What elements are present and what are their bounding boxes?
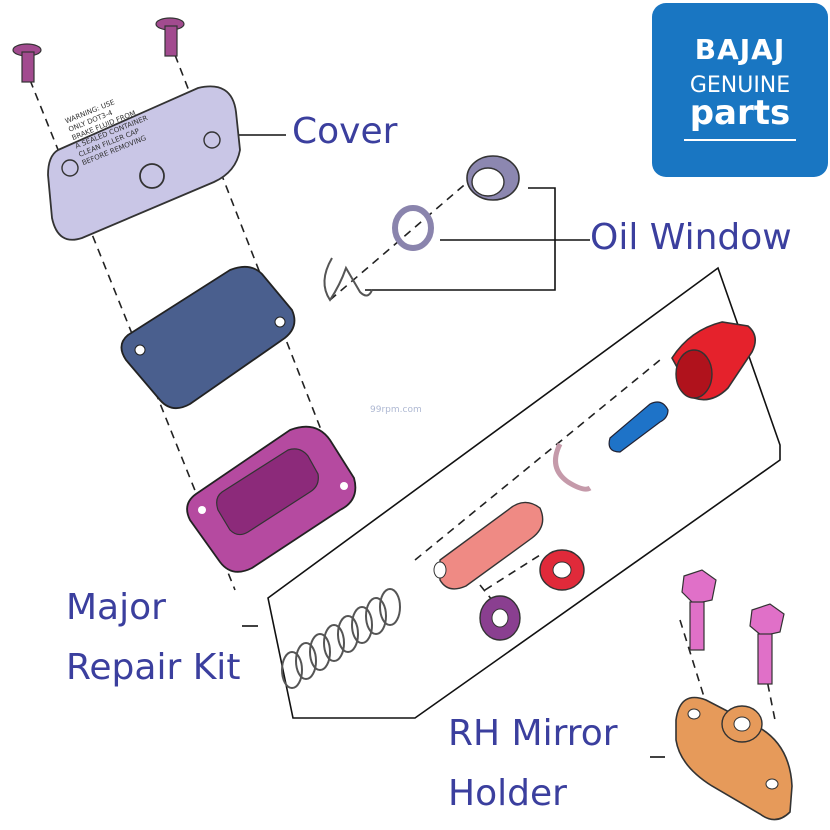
rh-mirror-holder-label-line1: RH Mirror <box>448 713 618 754</box>
reservoir-plate-icon <box>120 265 296 410</box>
push-rod-icon <box>608 401 669 453</box>
oil-window-label: Oil Window <box>590 217 792 258</box>
diaphragm-icon <box>186 425 357 573</box>
logo-underline <box>684 139 796 141</box>
watermark: 99rpm.com <box>370 405 422 415</box>
oil-window-gasket-icon <box>392 205 434 251</box>
spring-icon <box>281 588 401 689</box>
leader-lines <box>230 134 665 758</box>
screw-icon <box>12 43 42 83</box>
dust-boot-icon <box>671 321 756 401</box>
screw-icon <box>155 17 185 57</box>
bajaj-genuine-parts-logo: BAJAJ GENUINE parts <box>652 3 828 177</box>
logo-genuine: GENUINE <box>689 73 791 98</box>
logo-brand: BAJAJ <box>694 33 786 66</box>
logo-parts: parts <box>689 93 791 133</box>
primary-seal-icon <box>539 549 585 591</box>
mirror-holder-icon <box>675 696 793 821</box>
oil-window-cap-icon <box>466 155 520 201</box>
clip-icon <box>323 257 373 302</box>
rh-mirror-holder-label-line2: Holder <box>448 773 567 814</box>
cover-label: Cover <box>292 111 398 152</box>
secondary-seal-icon <box>479 595 521 641</box>
major-repair-kit-label-line2: Repair Kit <box>66 647 241 688</box>
repair-kit-outline <box>267 266 781 719</box>
major-repair-kit-label-line1: Major <box>66 587 166 628</box>
piston-icon <box>433 501 544 590</box>
circlip-icon <box>553 442 592 492</box>
cover-icon <box>47 85 241 241</box>
bolt-icon <box>681 569 717 651</box>
bolt-icon <box>749 603 785 685</box>
